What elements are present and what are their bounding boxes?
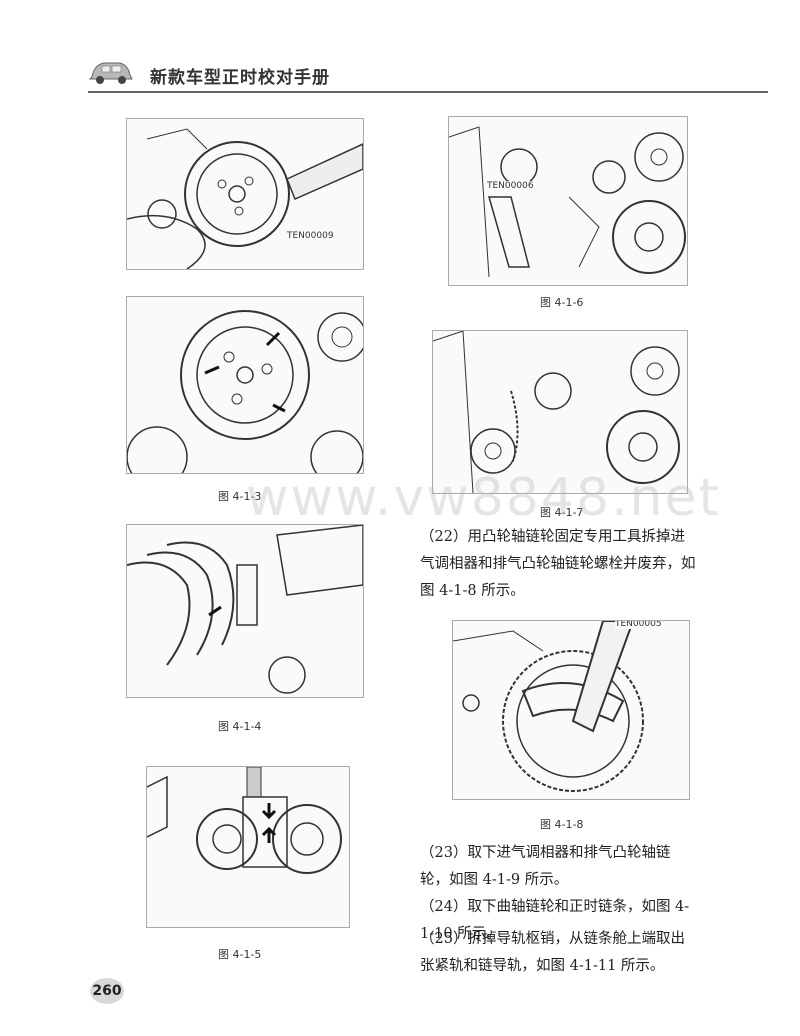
- tool-code-label: TEN00006: [487, 181, 534, 191]
- page-header: 新款车型正时校对手册: [88, 55, 768, 95]
- step-23-text: （23）取下进气调相器和排气凸轮轴链轮，如图 4-1-9 所示。: [420, 845, 671, 888]
- figure-4-1-7: [432, 330, 688, 494]
- figure-caption: 图 4-1-6: [540, 296, 584, 309]
- watermark: www.vw8848.net: [246, 468, 721, 528]
- step-22-text: （22）用凸轮轴链轮固定专用工具拆掉进气调相器和排气凸轮轴链轮螺栓并废弃，如图 …: [420, 529, 696, 599]
- header-rule: [88, 91, 768, 93]
- timing-chain-diagram: [433, 331, 680, 493]
- tool-code-label: TEN00009: [287, 231, 334, 241]
- figure-caption: 图 4-1-5: [218, 948, 262, 961]
- pulley-tool-diagram: [127, 128, 363, 269]
- figure-4-1-6: TEN00006: [448, 116, 688, 286]
- step-25-text: （25）拆掉导轨枢销，从链条舱上端取出张紧轨和链导轨，如图 4-1-11 所示。: [420, 931, 685, 974]
- figure-4-1-3-top: TEN00009: [126, 118, 364, 270]
- manifold-diagram: [127, 525, 363, 694]
- sprocket-holding-tool-diagram: [453, 621, 644, 792]
- figure-4-1-4: [126, 524, 364, 698]
- car-icon: [88, 62, 133, 84]
- crank-pulley-diagram: [127, 310, 363, 473]
- figure-caption: 图 4-1-3: [218, 490, 262, 503]
- engine-front-diagram: [449, 126, 686, 278]
- tool-code-label: TEN00005: [615, 620, 662, 629]
- camshaft-sprocket-diagram: [147, 767, 342, 874]
- figure-4-1-3-bottom: [126, 296, 364, 474]
- figure-caption: 图 4-1-4: [218, 720, 262, 733]
- step-24-text: （24）取下曲轴链轮和正时链条，如图 4-1-10 所示。: [420, 899, 690, 942]
- page-number: 260: [90, 978, 124, 1004]
- manual-title: 新款车型正时校对手册: [150, 68, 330, 88]
- figure-caption: 图 4-1-7: [540, 506, 584, 519]
- figure-caption: 图 4-1-8: [540, 818, 584, 831]
- figure-4-1-5: [146, 766, 350, 928]
- figure-4-1-8: TEN00005: [452, 620, 690, 800]
